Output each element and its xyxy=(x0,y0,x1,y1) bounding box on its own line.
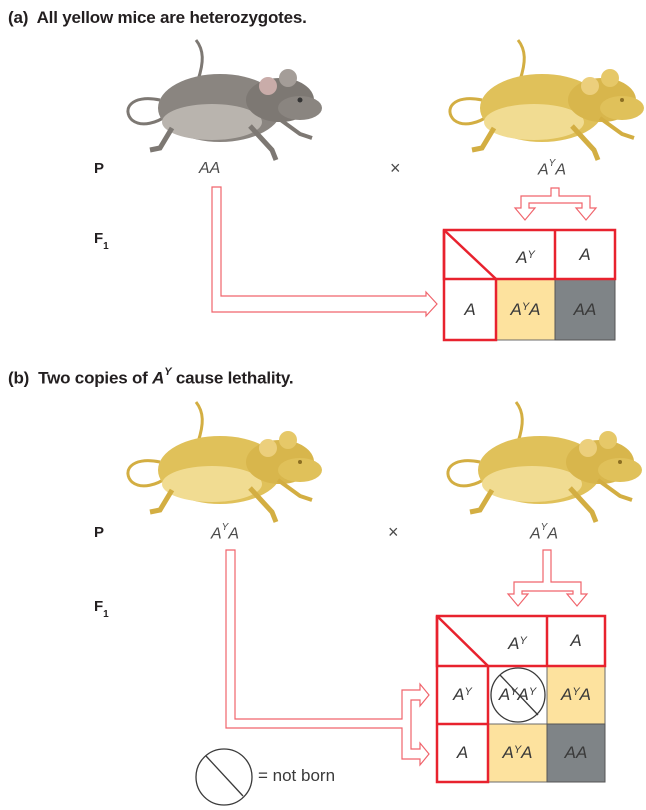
allele-sup: Y xyxy=(540,522,548,533)
panel-b-f1-label: F1 xyxy=(94,598,109,620)
allele: A xyxy=(579,244,591,264)
allele: A xyxy=(521,743,533,762)
allele-sup: Y xyxy=(513,744,522,756)
arrow-right-parent-b xyxy=(506,549,589,607)
allele-sup: Y xyxy=(510,686,518,698)
allele: A xyxy=(453,685,465,704)
yellow-mouse-icon xyxy=(448,39,644,161)
allele: A xyxy=(579,685,592,704)
f1-sub: 1 xyxy=(103,241,109,252)
f1-base: F xyxy=(94,230,104,247)
panel-b-left-genotype: AYA xyxy=(211,522,240,543)
f1-base: F xyxy=(94,598,104,615)
punnett-a-row-header-1: A xyxy=(444,279,496,340)
legend-not-born-text: = not born xyxy=(258,766,336,785)
panel-b-title: (b) Two copies of AY cause lethality. xyxy=(8,366,294,389)
not-born-icon xyxy=(490,667,546,723)
allele: A xyxy=(516,247,528,267)
arrow-left-parent-b xyxy=(225,549,430,767)
panel-a-cross-symbol: × xyxy=(390,158,401,178)
panel-a-left-genotype: AA xyxy=(199,160,221,177)
punnett-square-a xyxy=(442,228,617,342)
allele: A xyxy=(576,743,588,762)
allele: A xyxy=(547,525,559,543)
allele: A xyxy=(555,161,567,179)
allele: A xyxy=(464,299,476,319)
allele: A xyxy=(510,299,522,319)
panel-a-p-label: P xyxy=(94,160,105,177)
allele-sup: Y xyxy=(527,248,535,261)
allele: A xyxy=(564,743,576,762)
allele-sup: Y xyxy=(572,686,580,698)
allele-sup: Y xyxy=(464,686,472,698)
yellow-mouse-icon xyxy=(126,401,322,523)
panel-b-right-genotype: AYA xyxy=(530,522,559,543)
allele: A xyxy=(508,634,520,653)
allele: A xyxy=(573,299,585,319)
yellow-mouse-icon xyxy=(446,401,642,523)
punnett-square-b xyxy=(435,614,607,784)
allele: A xyxy=(529,299,541,319)
arrow-right-parent-a xyxy=(513,187,598,221)
legend-not-born-icon xyxy=(195,748,253,806)
allele-sup: Y xyxy=(548,158,556,169)
panel-a-f1-label: F1 xyxy=(94,230,109,252)
allele: A xyxy=(538,161,549,179)
allele: A xyxy=(502,743,514,762)
gray-mouse-icon xyxy=(126,39,322,161)
panel-a-right-genotype: AYA xyxy=(538,158,567,179)
allele: A xyxy=(498,685,511,704)
f1-sub: 1 xyxy=(103,609,109,620)
allele: A xyxy=(585,299,597,319)
panel-b-prefix: (b) xyxy=(8,368,30,388)
panel-b-cross-symbol: × xyxy=(388,522,399,542)
allele-sup: Y xyxy=(521,300,530,313)
panel-a-title-text: All yellow mice are heterozygotes. xyxy=(36,8,307,27)
panel-b-title-allele: A xyxy=(152,368,165,388)
allele-sup: Y xyxy=(221,522,229,533)
panel-b-title-allele-sup: Y xyxy=(164,366,172,378)
allele: A xyxy=(517,685,529,704)
allele: A xyxy=(211,525,222,543)
panel-b-title-pre: Two copies of xyxy=(38,368,153,388)
punnett-b-col-header-2: A xyxy=(547,616,605,666)
panel-a-prefix: (a) xyxy=(8,8,29,27)
panel-a-title: (a) All yellow mice are heterozygotes. xyxy=(8,8,307,28)
allele-sup: Y xyxy=(528,686,537,698)
arrow-left-parent-a xyxy=(211,186,438,318)
allele: A xyxy=(228,525,240,543)
allele-sup: Y xyxy=(519,635,527,647)
panel-b-p-label: P xyxy=(94,524,105,541)
allele: A xyxy=(570,631,582,650)
punnett-b-row-header-2: A xyxy=(437,724,488,782)
punnett-a-col-header-2: A xyxy=(555,230,615,279)
panel-b-title-post: cause lethality. xyxy=(171,368,294,388)
allele: A xyxy=(456,743,469,762)
allele: A xyxy=(560,685,573,704)
allele: A xyxy=(530,525,541,543)
